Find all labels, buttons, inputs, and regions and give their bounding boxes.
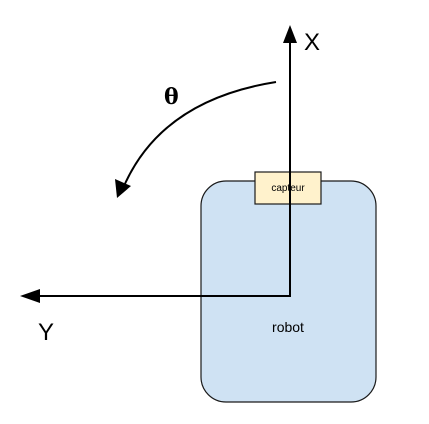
y-axis-label: Y: [38, 319, 54, 346]
robot-body: [200, 180, 377, 403]
robot-label: robot: [272, 319, 304, 335]
sensor-box: [254, 171, 322, 205]
rotation-angle-label: θ: [164, 84, 179, 110]
sensor-label: capteur: [271, 183, 305, 194]
x-axis-label: X: [304, 29, 320, 56]
rotation-arc: [123, 81, 277, 187]
x-axis-arrowhead: [283, 25, 297, 43]
rotation-arrowhead: [115, 179, 131, 198]
y-axis-arrowhead: [20, 289, 40, 303]
